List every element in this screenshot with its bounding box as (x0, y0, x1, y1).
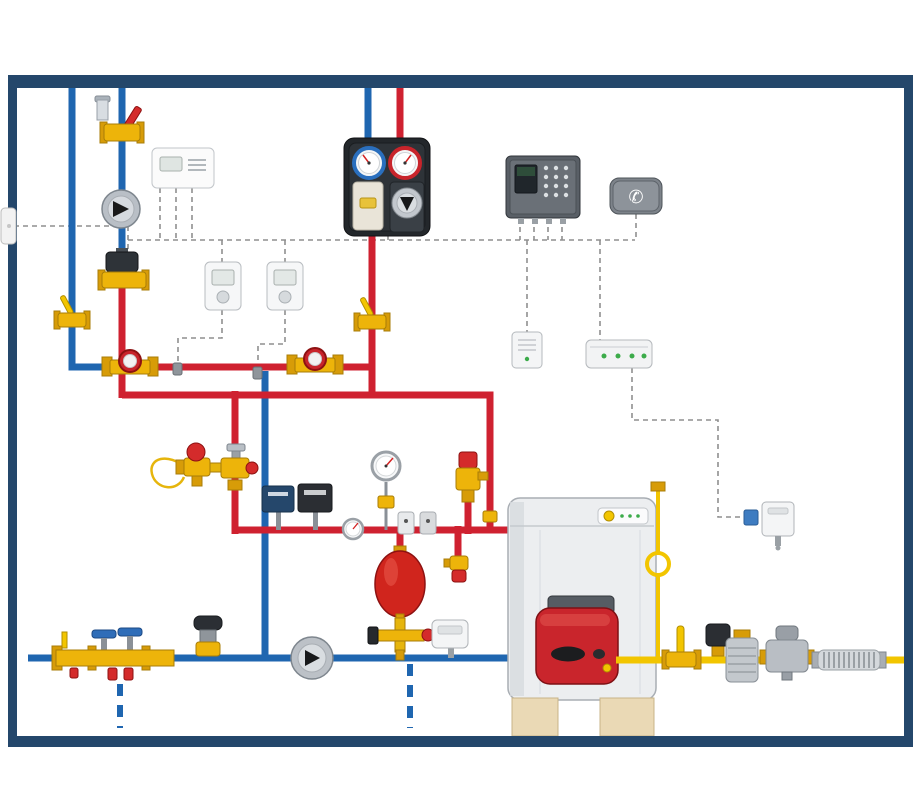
cold-riser-left (68, 82, 108, 371)
filling-valve-group (367, 617, 435, 661)
wireless-room-sensor (511, 331, 543, 369)
gas-thermal-shutoff (705, 623, 731, 657)
wall-socket (0, 207, 17, 245)
inlet-manifold-group (51, 627, 175, 681)
boiler-base-blocks (511, 697, 655, 737)
automatic-air-vent (94, 95, 111, 121)
boiler-display-strip (597, 507, 649, 525)
heat-cost-allocator-1 (204, 261, 242, 311)
thermostatic-mixing-valve (175, 442, 233, 487)
frame-bottom (8, 736, 913, 747)
frame-top (8, 75, 913, 88)
manometer-lower (341, 517, 365, 541)
shut-off-valve-red-lever (99, 106, 145, 144)
pump-arrow-icon (113, 201, 129, 217)
capillary-sensor-loop (150, 457, 187, 489)
wire-pipe-sensor-1 (177, 310, 223, 363)
frame-left (8, 75, 17, 747)
hot-main-upper (122, 391, 494, 530)
gas-filter (725, 629, 759, 683)
check-valve-fitting (482, 510, 498, 523)
gas-riser-fitting (650, 481, 666, 492)
water-meter-box (431, 619, 469, 658)
wire-pipe-sensor-2 (257, 310, 286, 367)
boiler-control-panel (505, 155, 581, 224)
gas-pressure-regulator (759, 625, 815, 681)
motorized-zone-valve (97, 248, 150, 291)
balancing-valve (220, 443, 259, 491)
control-wiring (14, 188, 744, 518)
ball-valve-cold-riser (53, 295, 91, 330)
room-thermostat (151, 147, 215, 189)
well-dot-icon (426, 519, 430, 523)
sensor-plug (743, 509, 759, 526)
pump-arrow-icon (305, 650, 320, 666)
wire-outdoor-sensor (631, 368, 744, 518)
pipe-temperature-sensor-2 (252, 366, 263, 380)
gas-riser-loop (645, 490, 671, 658)
cold-water-pipes (28, 82, 508, 662)
pump-station-with-gauges (343, 137, 431, 237)
gas-flex-hose (811, 649, 887, 671)
drain-lines (117, 664, 413, 728)
expansion-vessel (374, 545, 426, 623)
gas-ball-valve (661, 625, 702, 670)
pressure-reducer (193, 615, 223, 657)
drain-air-valve (443, 555, 469, 583)
phone-icon: ✆ (628, 187, 643, 208)
manometer-upper (370, 450, 402, 530)
pipe-temperature-sensor-1 (172, 362, 183, 376)
pump-controller-black (297, 483, 333, 530)
outdoor-temperature-sensor (761, 501, 795, 551)
wall-frame (8, 75, 913, 747)
return-circulation-pump (290, 636, 334, 680)
frame-right (904, 75, 913, 747)
telephone-module: ✆ (609, 177, 663, 215)
safety-valve (455, 451, 489, 503)
zone-led-module (585, 339, 653, 369)
hot-water-meter-2 (286, 347, 344, 375)
well-dot-icon (404, 519, 408, 523)
circulation-pump (101, 189, 141, 229)
hot-water-meter-1 (101, 349, 159, 377)
pump-arrow-icon (400, 197, 414, 211)
boiler (507, 497, 657, 737)
pump-controller-navy (261, 485, 295, 530)
ball-valve-hot-riser (353, 297, 391, 332)
heat-cost-allocator-2 (266, 261, 304, 311)
burner (535, 607, 619, 685)
